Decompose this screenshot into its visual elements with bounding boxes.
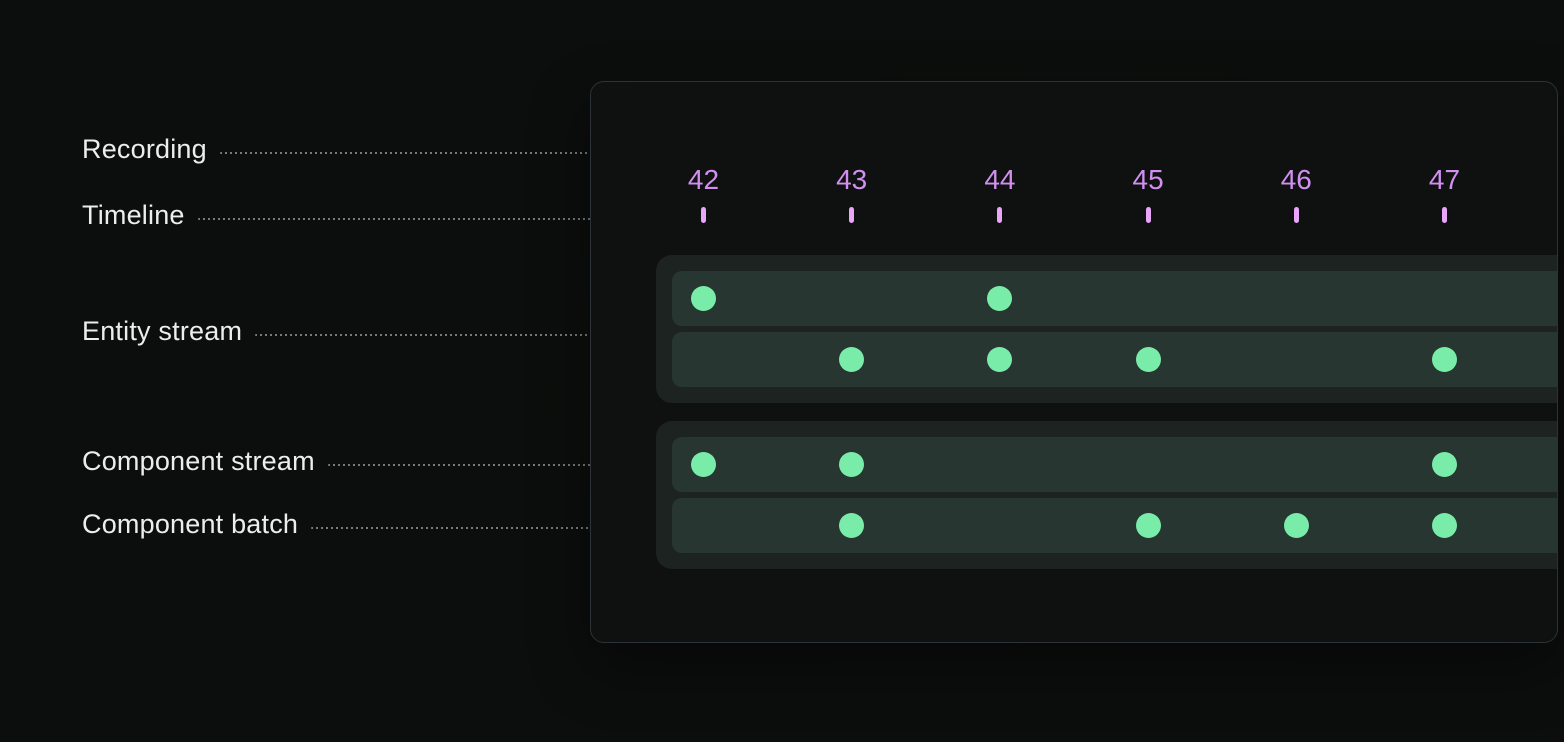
timeline-tick-label: 42 — [687, 164, 720, 195]
recording-panel: 42 43 44 45 46 47 — [590, 81, 1558, 643]
timeline-tick-label: 45 — [1132, 164, 1164, 195]
event-dot — [691, 286, 716, 311]
timeline-tick-mark-icon — [1293, 207, 1299, 223]
component-stream-row — [672, 437, 1557, 492]
timeline-tick-mark-icon — [1145, 207, 1151, 223]
component-batch-row — [672, 498, 1557, 553]
event-dot — [987, 347, 1013, 372]
timeline-leader-line — [197, 218, 698, 220]
component-stream-leader-line — [327, 464, 672, 466]
timeline-tick-mark-icon — [701, 207, 706, 223]
event-dot — [839, 513, 865, 538]
event-dot — [1135, 347, 1161, 372]
timeline-label: Timeline — [82, 200, 185, 230]
timeline-tick-mark-icon — [1442, 207, 1447, 223]
legend-row-component-batch: Component batch — [82, 506, 839, 542]
timeline-tick-label: 43 — [836, 164, 868, 195]
event-dot — [1432, 513, 1457, 538]
legend-row-recording: Recording — [82, 131, 590, 167]
event-dot — [1135, 513, 1161, 538]
entity-stream-row-a — [672, 271, 1557, 326]
component-batch-leader-line — [311, 527, 839, 529]
timeline-tick-label: 44 — [984, 164, 1016, 195]
component-batch-label: Component batch — [82, 509, 299, 539]
timeline-tick-mark-icon — [849, 207, 855, 223]
component-stream-label: Component stream — [82, 446, 315, 476]
entity-stream-row-b — [672, 332, 1557, 387]
recording-leader-line — [219, 152, 590, 154]
entity-stream-group-2 — [656, 421, 1557, 569]
recording-label: Recording — [82, 134, 207, 164]
legend-row-timeline: Timeline — [82, 197, 698, 233]
event-dot — [691, 452, 716, 477]
event-dot — [1283, 513, 1309, 538]
event-dot — [1432, 347, 1457, 372]
entity-stream-group-1 — [656, 255, 1557, 403]
entity-stream-leader-line — [255, 334, 656, 336]
timeline-tick-label: 47 — [1428, 164, 1461, 195]
event-dot — [1432, 452, 1457, 477]
event-dot — [839, 347, 865, 372]
timeline-tick-mark-icon — [997, 207, 1003, 223]
timeline-tick-label: 46 — [1280, 164, 1312, 195]
legend-row-component-stream: Component stream — [82, 443, 672, 479]
legend-row-entity-stream: Entity stream — [82, 313, 656, 349]
event-dot — [839, 452, 865, 477]
timeline-axis: 42 43 44 45 46 47 — [591, 82, 1557, 642]
entity-stream-label: Entity stream — [82, 316, 243, 346]
event-dot — [987, 286, 1013, 311]
